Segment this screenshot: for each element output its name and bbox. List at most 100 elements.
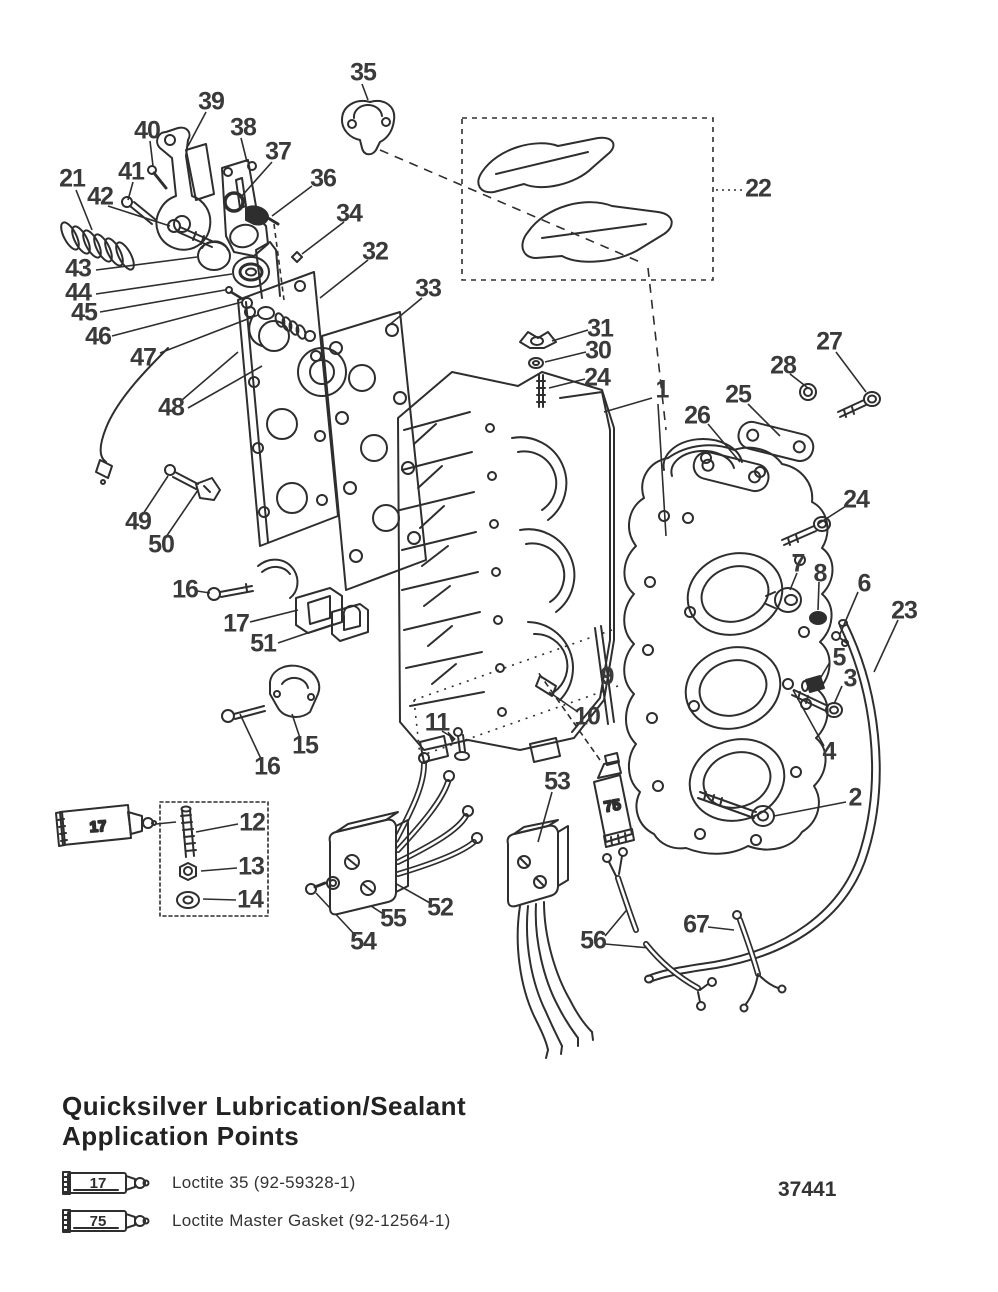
- washer: [177, 892, 199, 908]
- grommet: [225, 193, 243, 211]
- plug: [246, 206, 268, 224]
- legend-tube-75-label: 75: [90, 1213, 107, 1230]
- callout-c4: 4: [822, 737, 837, 766]
- callout-c52: 52: [427, 893, 454, 922]
- bolt-11: [454, 728, 469, 760]
- rectifier-53: [508, 820, 593, 1058]
- sealant-tube-75: 75: [594, 753, 634, 847]
- callout-c26: 26: [684, 401, 711, 430]
- callout-c53: 53: [544, 767, 571, 796]
- title-line-1: Quicksilver Lubrication/Sealant: [62, 1091, 467, 1121]
- stud-kit-box: [160, 802, 268, 916]
- callout-c27: 27: [816, 327, 843, 356]
- callout-c34: 34: [336, 199, 363, 228]
- top-stud-hardware: [520, 332, 556, 407]
- callout-c33: 33: [415, 274, 442, 303]
- callout-c24a: 24: [584, 363, 611, 392]
- callout-c30: 30: [585, 336, 612, 365]
- legend-tube-17-label: 17: [90, 1175, 107, 1192]
- baffle-box-outline: [462, 118, 713, 280]
- lockwasher-55: [327, 877, 339, 889]
- callout-c36: 36: [310, 164, 337, 193]
- callout-c56: 56: [580, 926, 607, 955]
- tube-17-label: 17: [89, 818, 107, 836]
- retainer-15: [270, 666, 319, 717]
- callout-c3: 3: [843, 664, 858, 693]
- water-hose: [650, 622, 880, 982]
- callout-c11: 11: [424, 708, 450, 737]
- tube-icon-75: 75: [62, 1209, 150, 1233]
- dowel-pin: [536, 676, 556, 696]
- callout-c49: 49: [125, 507, 152, 536]
- callout-c1: 1: [655, 375, 670, 404]
- callout-c35: 35: [350, 58, 377, 87]
- right-side-hardware: [645, 384, 880, 983]
- screw-54: [306, 884, 316, 894]
- crankcase-inner-half: [398, 372, 614, 762]
- callout-c2: 2: [848, 783, 863, 812]
- callout-c40: 40: [134, 116, 161, 145]
- title-block: Quicksilver Lubrication/Sealant Applicat…: [62, 1091, 467, 1152]
- callout-c55: 55: [380, 904, 407, 933]
- retainer-17: [296, 588, 342, 633]
- callout-c21: 21: [59, 164, 86, 193]
- callout-c22: 22: [745, 174, 772, 203]
- valve-lever-arm: [156, 128, 210, 250]
- washer-disc: [233, 257, 269, 287]
- anchor-clip: [196, 478, 220, 500]
- cover-plate-26: [691, 449, 771, 494]
- callout-c31: 31: [587, 314, 614, 343]
- callout-c23: 23: [891, 596, 918, 625]
- callout-c50: 50: [148, 530, 175, 559]
- link-cable: [101, 348, 168, 462]
- callout-c24b: 24: [843, 485, 870, 514]
- legend-row-loctite-master-gasket: 75 Loctite Master Gasket (92-12564-1): [60, 1206, 451, 1236]
- callout-c16a: 16: [172, 575, 199, 604]
- stud: [595, 628, 608, 724]
- legend-text-loctite-master-gasket: Loctite Master Gasket (92-12564-1): [172, 1211, 451, 1230]
- cylinder-bore-2: [675, 635, 791, 741]
- construction-lines: [274, 118, 746, 760]
- tube-icon-17: 17: [62, 1171, 150, 1195]
- callout-c16b: 16: [254, 752, 281, 781]
- ground-wires: [603, 848, 786, 1012]
- callout-c48: 48: [158, 393, 185, 422]
- callout-c28: 28: [770, 351, 797, 380]
- legend-row-loctite-35: 17 Loctite 35 (92-59328-1): [60, 1168, 356, 1198]
- callout-c44: 44: [65, 278, 92, 307]
- title-line-2: Application Points: [62, 1120, 300, 1151]
- spring: [58, 220, 138, 272]
- locknut: [180, 863, 196, 880]
- callout-c14: 14: [237, 885, 264, 914]
- callout-c51: 51: [250, 629, 277, 658]
- callout-c54: 54: [350, 927, 377, 956]
- callout-c12: 12: [239, 808, 266, 837]
- callout-c39: 39: [198, 87, 225, 116]
- callout-c38: 38: [230, 113, 257, 142]
- callout-c45: 45: [71, 298, 98, 327]
- callout-c47: 47: [130, 343, 157, 372]
- callout-c25: 25: [725, 380, 752, 409]
- exhaust-baffle-plates: [478, 138, 671, 262]
- callout-c41: 41: [118, 157, 145, 186]
- exhaust-plate-gasket: [322, 312, 426, 590]
- rectifier-52: [306, 753, 482, 914]
- callout-c8: 8: [813, 559, 828, 588]
- callout-c37: 37: [265, 137, 292, 166]
- drawing-number: 37441: [778, 1178, 837, 1201]
- exhaust-divider-plate: [238, 242, 346, 546]
- callout-c32: 32: [362, 237, 389, 266]
- callout-c42: 42: [87, 182, 114, 211]
- retainer-clamp: [342, 101, 394, 154]
- callout-c10: 10: [574, 702, 601, 731]
- nut-34: [292, 252, 302, 262]
- cylinder-bore-3: [679, 727, 795, 833]
- cover-plate-25: [736, 419, 816, 464]
- callout-c9: 9: [600, 662, 615, 691]
- sealant-tube-17: 17: [56, 805, 156, 846]
- retainer-cluster: [208, 560, 368, 722]
- callout-c5: 5: [832, 643, 847, 672]
